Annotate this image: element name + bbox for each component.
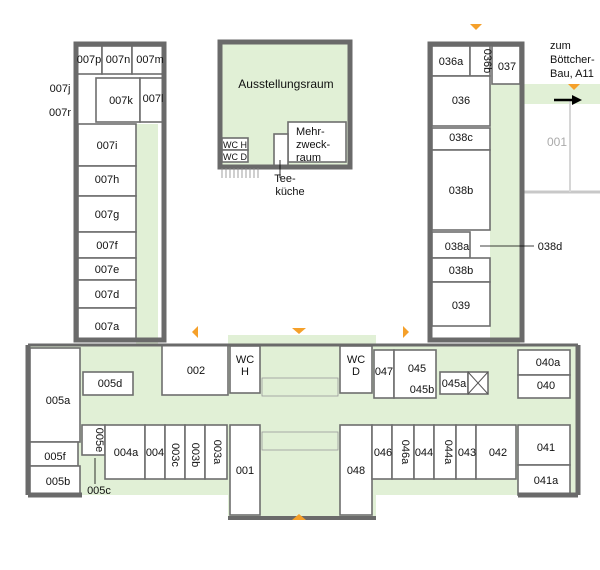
room-041a: 041a [534, 475, 559, 487]
neighbor-label-1: zum [550, 40, 571, 52]
room-047: 047 [375, 366, 393, 378]
room-037: 037 [498, 61, 516, 73]
room-teekueche-2: küche [275, 186, 304, 198]
room-007k: 007k [109, 95, 133, 107]
room-044: 044 [415, 447, 433, 459]
annex-building [217, 39, 353, 178]
neighbor-room-001: 001 [547, 135, 567, 149]
room-045b: 045b [410, 384, 434, 396]
room-007d: 007d [95, 289, 119, 301]
room-005d: 005d [98, 378, 122, 390]
arrow-right-icon [554, 95, 582, 105]
entrance-marker-icon [292, 328, 306, 334]
room-mehrzweckraum-3: raum [296, 152, 321, 164]
room-007f: 007f [96, 240, 118, 252]
room-046: 046 [374, 447, 392, 459]
room-007e: 007e [95, 264, 119, 276]
room-003c: 003c [169, 443, 181, 467]
room-labels: 007p 007n 007m 007j 007r 007k 007l 007i … [44, 40, 595, 497]
room-ausstellungsraum: Ausstellungsraum [238, 77, 333, 91]
room-048: 048 [347, 465, 365, 477]
room-042: 042 [489, 447, 507, 459]
room-mehrzweckraum-1: Mehr- [296, 126, 325, 138]
room-005f: 005f [44, 451, 66, 463]
right-wing [427, 41, 534, 344]
room-004a: 004a [114, 447, 139, 459]
room-043: 043 [458, 447, 476, 459]
room-007r: 007r [49, 107, 71, 119]
room-007h: 007h [95, 174, 119, 186]
room-038b-2: 038b [449, 265, 473, 277]
entrance-marker-icon [470, 24, 482, 30]
room-wc-h-annex: WC H [223, 140, 247, 150]
room-007n: 007n [106, 54, 130, 66]
room-040: 040 [537, 380, 555, 392]
room-001: 001 [236, 465, 254, 477]
entrance-marker-icon [568, 84, 580, 90]
room-046a: 046a [399, 440, 411, 465]
entrance-markers [192, 24, 580, 520]
left-wing [73, 41, 167, 350]
neighbor-label-2: Böttcher- [550, 54, 595, 66]
room-wc-h: WC [236, 354, 254, 366]
room-038c: 038c [449, 132, 473, 144]
entrance-marker-icon [403, 326, 409, 338]
room-007a: 007a [95, 321, 120, 333]
room-005a: 005a [46, 395, 71, 407]
room-007g: 007g [95, 209, 119, 221]
room-mehrzweckraum-2: zweck- [296, 139, 331, 151]
room-038a: 038a [445, 241, 470, 253]
room-007i: 007i [97, 140, 118, 152]
room-007l: 007l [143, 93, 164, 105]
room-036: 036 [452, 95, 470, 107]
room-007p: 007p [77, 54, 101, 66]
room-wc-d-2: D [352, 366, 360, 378]
room-teekueche-1: Tee- [274, 173, 296, 185]
room-005c: 005c [87, 485, 111, 497]
room-038b: 038b [449, 185, 473, 197]
room-003b: 003b [189, 443, 201, 467]
room-036a: 036a [439, 56, 464, 68]
room-007j: 007j [50, 83, 71, 95]
room-003a: 003a [211, 440, 223, 465]
room-004: 004 [146, 447, 164, 459]
room-wc-d: WC [347, 354, 365, 366]
room-005e: 005e [93, 428, 105, 452]
room-040a: 040a [536, 357, 561, 369]
room-wc-d-annex: WC D [223, 152, 247, 162]
room-044a: 044a [442, 440, 454, 465]
room-007m: 007m [136, 54, 164, 66]
neighbor-label-3: Bau, A11 [550, 68, 594, 80]
room-039: 039 [452, 300, 470, 312]
room-041: 041 [537, 442, 555, 454]
room-036b: 036b [481, 49, 493, 73]
room-045a: 045a [442, 378, 467, 390]
room-045: 045 [408, 363, 426, 375]
main-building [25, 335, 581, 520]
room-002: 002 [187, 365, 205, 377]
room-038d: 038d [538, 241, 562, 253]
room-005b: 005b [46, 476, 70, 488]
entrance-marker-icon [292, 514, 306, 520]
entrance-marker-icon [192, 326, 198, 338]
room-wc-h-2: H [241, 366, 249, 378]
